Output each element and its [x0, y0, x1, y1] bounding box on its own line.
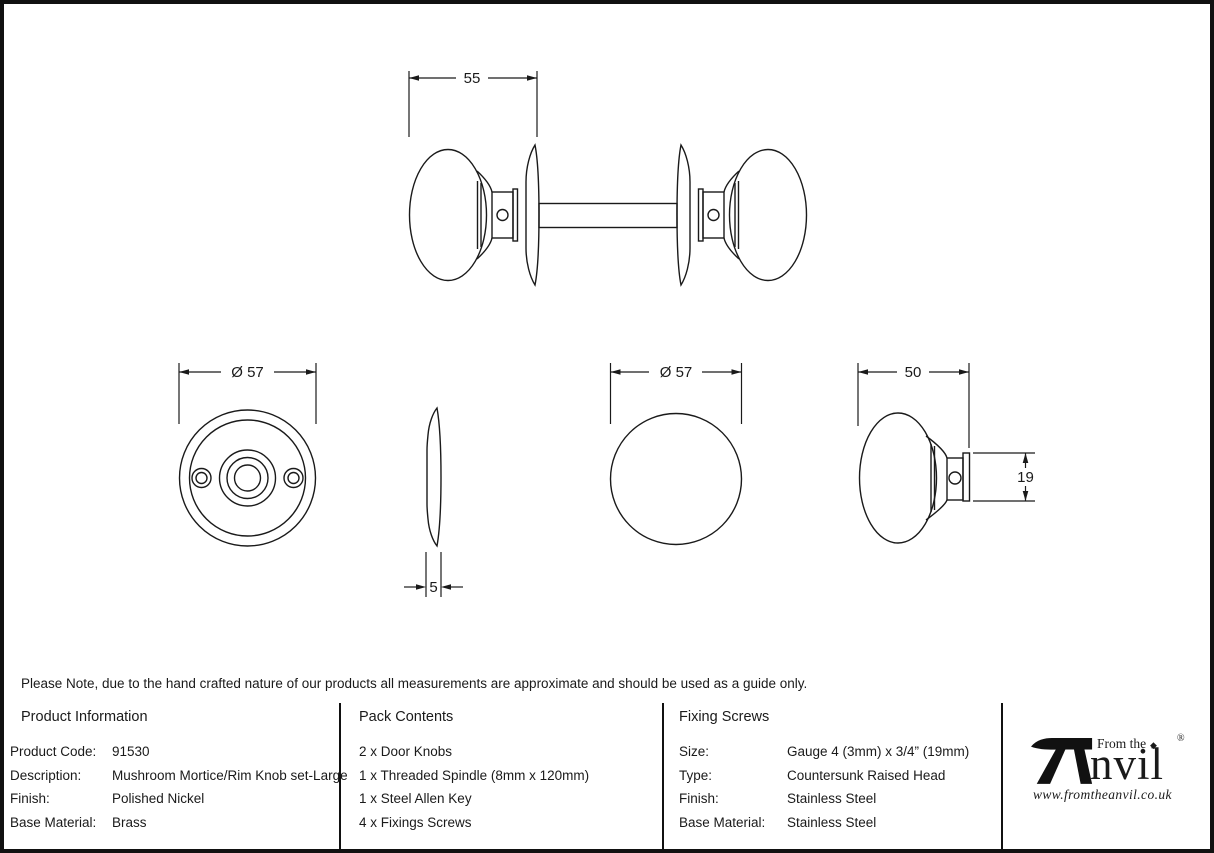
logo-from-the: From the	[1097, 736, 1147, 751]
dim-label-knob-diameter: Ø 57	[660, 364, 693, 381]
row-value: Stainless Steel	[787, 791, 877, 806]
table-row: Product Code: 91530	[10, 740, 348, 764]
pack-contents-list: 2 x Door Knobs 1 x Threaded Spindle (8mm…	[359, 740, 589, 834]
table-row: Base Material: Stainless Steel	[679, 811, 969, 835]
rose-boss-inner	[226, 456, 269, 500]
measurement-note: Please Note, due to the hand crafted nat…	[21, 676, 808, 691]
row-label: Base Material:	[10, 814, 97, 830]
row-value: Mushroom Mortice/Rim Knob set-Large	[112, 767, 348, 783]
registered-mark: ®	[1177, 733, 1185, 744]
right-grub-screw-hole	[707, 208, 720, 222]
technical-drawing: 55 Ø 57	[178, 69, 1038, 597]
dimension-boss-height: 19	[973, 452, 1038, 502]
dimension-knob-set-projection: 55	[408, 69, 538, 137]
knob-neck	[925, 435, 948, 459]
list-item: 1 x Threaded Spindle (8mm x 120mm)	[359, 767, 590, 783]
row-label: Size:	[679, 744, 710, 759]
spindle-hole	[233, 464, 262, 492]
left-knob-flange	[512, 188, 519, 242]
knob-side-outline	[858, 412, 938, 544]
spindle	[538, 202, 678, 229]
screw-hole-left	[191, 467, 212, 489]
left-rose-profile	[525, 143, 540, 287]
table-row: Base Material: Brass	[10, 811, 348, 835]
dim-label-55: 55	[464, 70, 481, 87]
screw-hole-left-inner	[195, 471, 208, 485]
rose-profile-view	[426, 406, 442, 548]
left-knob-outline	[408, 148, 488, 282]
rose-profile-outline	[426, 406, 442, 548]
left-knob-neck	[476, 237, 493, 260]
table-row: Finish: Polished Nickel	[10, 787, 348, 811]
logo-name: nvil	[1090, 739, 1165, 789]
row-label: Type:	[679, 767, 713, 783]
row-value: Gauge 4 (3mm) x 3/4” (19mm)	[787, 744, 970, 759]
rose-outer-edge	[178, 409, 317, 547]
dim-label-rose-thickness: 5	[429, 579, 437, 596]
knob-side-view	[858, 412, 971, 544]
logo-website: www.fromtheanvil.co.uk	[1033, 787, 1172, 802]
list-item: 2 x Door Knobs	[359, 744, 453, 759]
list-item: 4 x Fixings Screws	[359, 814, 472, 830]
knob-front-view	[609, 412, 743, 546]
row-label: Finish:	[679, 791, 719, 806]
row-value: Brass	[112, 814, 147, 830]
table-row: Type: Countersunk Raised Head	[679, 764, 969, 788]
right-knob-neck	[723, 170, 740, 193]
divider-pack-fixing	[662, 703, 664, 853]
dimension-rose-diameter: Ø 57	[178, 363, 317, 424]
row-value: Countersunk Raised Head	[787, 767, 946, 783]
diamond-icon: ◆	[1150, 740, 1157, 750]
screw-hole-right	[283, 467, 304, 489]
table-row: Size: Gauge 4 (3mm) x 3/4” (19mm)	[679, 740, 969, 764]
left-knob-collar	[491, 191, 514, 239]
anvil-icon	[1031, 738, 1093, 784]
product-information-rows: Product Code: 91530 Description: Mushroom …	[10, 740, 348, 834]
row-value: 91530	[112, 744, 150, 759]
rose-boss-outer	[218, 449, 277, 507]
table-row: Description: Mushroom Mortice/Rim Knob se…	[10, 764, 348, 788]
pack-contents-header: Pack Contents	[359, 709, 454, 725]
right-knob-outline	[728, 148, 808, 282]
rose-inner-rim	[188, 419, 307, 537]
right-rose-profile	[676, 143, 691, 287]
fixing-screws-rows: Size: Gauge 4 (3mm) x 3/4” (19mm) Type: Co…	[679, 740, 969, 834]
row-label: Product Code:	[10, 744, 97, 759]
knob-flange	[962, 452, 971, 502]
dim-label-rose-diameter: Ø 57	[231, 364, 264, 381]
knob-set-side-view	[408, 143, 808, 287]
screw-hole-right-inner	[287, 471, 300, 485]
right-knob-neck	[723, 237, 740, 260]
row-value: Polished Nickel	[112, 791, 205, 806]
table-row: Finish: Stainless Steel	[679, 787, 969, 811]
left-grub-screw-hole	[496, 208, 509, 222]
knob-face-outline	[609, 412, 743, 546]
grub-screw-hole	[948, 471, 962, 485]
knob-neck	[925, 499, 948, 521]
row-label: Finish:	[10, 791, 50, 806]
dimension-knob-diameter: Ø 57	[609, 363, 743, 424]
left-knob-neck	[476, 170, 493, 193]
dim-label-boss-height: 19	[1017, 469, 1034, 486]
dim-label-knob-projection: 50	[905, 364, 922, 381]
product-information-header: Product Information	[21, 709, 148, 725]
rose-front-view	[178, 409, 317, 547]
row-value: Stainless Steel	[787, 814, 877, 830]
header-bottom-rule	[0, 0, 1002, 2]
divider-fixing-logo	[1001, 703, 1003, 853]
right-knob-collar	[702, 191, 725, 239]
row-label: Base Material:	[679, 814, 766, 830]
dimension-knob-projection: 50	[857, 363, 970, 448]
fixing-screws-header: Fixing Screws	[679, 709, 770, 725]
divider-product-pack	[339, 703, 341, 853]
dimension-rose-thickness: 5	[404, 552, 463, 597]
row-label: Description:	[10, 767, 82, 783]
list-item: 1 x Steel Allen Key	[359, 791, 472, 806]
